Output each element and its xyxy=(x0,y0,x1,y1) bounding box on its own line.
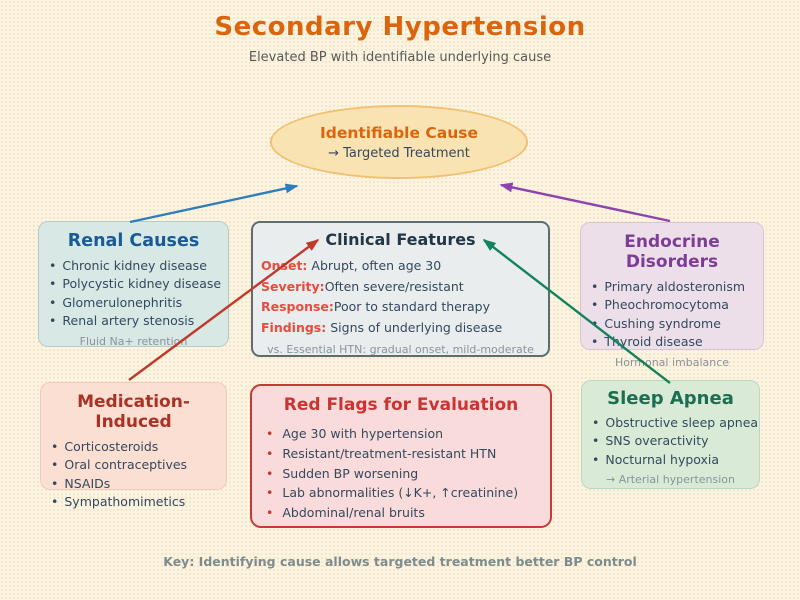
page-subtitle: Elevated BP with identifiable underlying… xyxy=(248,50,552,65)
diagram-key: Key: Identifying cause allows targeted t… xyxy=(163,554,637,569)
bullet-icon: • xyxy=(266,426,274,441)
list-item: •Sympathomimetics xyxy=(51,494,186,510)
sleep-apnea-list: •Obstructive sleep apnea •SNS overactivi… xyxy=(582,414,759,469)
list-item: •Primary aldosteronism xyxy=(591,279,746,294)
page-title: Secondary Hypertension xyxy=(214,12,586,42)
list-item: •Sudden BP worsening xyxy=(266,465,419,481)
diagram-header: Secondary Hypertension Elevated BP with … xyxy=(0,12,800,65)
medication-induced-title: Medication-Induced xyxy=(77,392,190,432)
clinical-feature-row: Onset: Abrupt, often age 30 xyxy=(261,258,442,273)
list-item: •Renal artery stenosis xyxy=(49,313,195,329)
renal-causes-list: •Chronic kidney disease •Polycystic kidn… xyxy=(39,257,228,331)
list-item: •NSAIDs xyxy=(51,475,111,491)
central-node-identifiable-cause: Identifiable Cause → Targeted Treatment xyxy=(270,105,528,179)
renal-causes-box: Renal Causes •Chronic kidney disease •Po… xyxy=(38,221,229,348)
endocrine-disorders-box: Endocrine Disorders •Primary aldosteroni… xyxy=(580,222,764,369)
endocrine-disorders-title: Endocrine Disorders xyxy=(624,232,720,272)
list-item: •Cushing syndrome xyxy=(591,315,721,331)
list-item: •Lab abnormalities (↓K+, ↑creatinine) xyxy=(266,485,519,501)
renal-causes-note: Fluid Na+ retention xyxy=(79,334,188,348)
bullet-icon: • xyxy=(49,313,57,329)
clinical-features-rows: Onset: Abrupt, often age 30 Severity:Oft… xyxy=(261,256,548,338)
list-item: •Polycystic kidney disease xyxy=(49,276,222,292)
endocrine-to-cause-arrow xyxy=(499,182,671,223)
bullet-icon: • xyxy=(49,258,57,273)
bullet-icon: • xyxy=(591,315,599,331)
red-flags-title: Red Flags for Evaluation xyxy=(283,395,519,415)
clinical-features-note: vs. Essential HTN: gradual onset, mild-m… xyxy=(267,343,534,356)
list-item: •Resistant/treatment-resistant HTN xyxy=(266,445,497,461)
clinical-feature-row: Findings: Signs of underlying disease xyxy=(261,319,503,335)
list-item: •Age 30 with hypertension xyxy=(266,426,444,441)
list-item: •Oral contraceptives xyxy=(51,457,188,473)
bullet-icon: • xyxy=(266,465,274,481)
bullet-icon: • xyxy=(591,334,599,350)
list-item: •Obstructive sleep apnea xyxy=(592,415,759,430)
list-item: •Thyroid disease xyxy=(591,334,703,350)
list-item: •Corticosteroids xyxy=(51,439,159,454)
bullet-icon: • xyxy=(591,279,599,294)
clinical-feature-row: Response:Poor to standard therapy xyxy=(261,299,490,314)
sleep-apnea-note: → Arterial hypertension xyxy=(605,473,735,487)
red-flags-list: •Age 30 with hypertension •Resistant/tre… xyxy=(252,424,550,523)
medication-induced-list: •Corticosteroids •Oral contraceptives •N… xyxy=(41,438,226,512)
bullet-icon: • xyxy=(49,276,57,292)
renal-to-cause-arrow xyxy=(129,183,299,224)
sleep-apnea-title: Sleep Apnea xyxy=(607,388,734,409)
bullet-icon: • xyxy=(591,297,599,313)
clinical-features-title: Clinical Features xyxy=(325,230,476,249)
red-flags-box: Red Flags for Evaluation •Age 30 with hy… xyxy=(250,384,552,528)
list-item: •Nocturnal hypoxia xyxy=(592,451,720,467)
bullet-icon: • xyxy=(266,485,274,501)
central-node-title: Identifiable Cause xyxy=(319,123,478,142)
bullet-icon: • xyxy=(266,445,274,461)
list-item: •Chronic kidney disease xyxy=(49,258,207,273)
bullet-icon: • xyxy=(51,439,59,454)
list-item: •Abdominal/renal bruits xyxy=(266,505,425,521)
bullet-icon: • xyxy=(592,433,600,449)
bullet-icon: • xyxy=(592,451,600,467)
list-item: •Pheochromocytoma xyxy=(591,297,729,313)
list-item: •Glomerulonephritis xyxy=(49,294,183,310)
bullet-icon: • xyxy=(49,294,57,310)
medication-induced-box: Medication-Induced •Corticosteroids •Ora… xyxy=(40,382,227,509)
bullet-icon: • xyxy=(51,475,59,491)
endocrine-disorders-note: Hormonal imbalance xyxy=(614,355,730,369)
endocrine-disorders-list: •Primary aldosteronism •Pheochromocytoma… xyxy=(581,278,763,352)
clinical-features-box: Clinical Features Onset: Abrupt, often a… xyxy=(251,221,550,357)
renal-causes-title: Renal Causes xyxy=(67,231,200,251)
bullet-icon: • xyxy=(592,415,600,430)
central-node-subtitle: → Targeted Treatment xyxy=(328,145,470,161)
bullet-icon: • xyxy=(51,457,59,473)
sleep-apnea-box: Sleep Apnea •Obstructive sleep apnea •SN… xyxy=(581,380,760,489)
list-item: •SNS overactivity xyxy=(592,433,709,449)
bullet-icon: • xyxy=(51,494,59,510)
bullet-icon: • xyxy=(266,505,274,521)
clinical-feature-row: Severity:Often severe/resistant xyxy=(261,278,464,294)
